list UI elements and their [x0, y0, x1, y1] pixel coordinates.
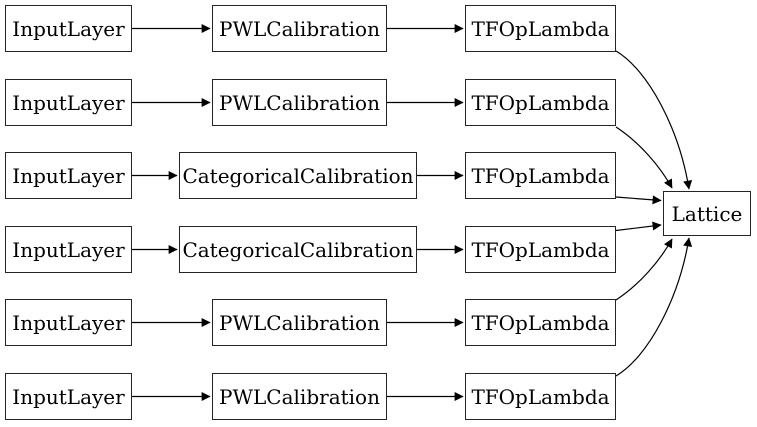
- categorical-calibration-node-row3: CategoricalCalibration: [179, 152, 417, 199]
- input-layer-node-row6: InputLayer: [5, 373, 132, 420]
- edge-lambda-to-lattice-row1: [615, 50, 693, 190]
- tfop-lambda-node-row3: TFOpLambda: [465, 152, 616, 199]
- input-layer-node-row5: InputLayer: [5, 299, 132, 346]
- tfop-lambda-node-row4: TFOpLambda: [465, 226, 616, 273]
- lattice-node: Lattice: [663, 191, 751, 236]
- tfop-lambda-node-row2: TFOpLambda: [465, 79, 616, 126]
- input-layer-node-row3: InputLayer: [5, 152, 132, 199]
- categorical-calibration-node-row4: CategoricalCalibration: [179, 226, 417, 273]
- edge-lambda-to-lattice-row6: [615, 237, 693, 377]
- tfop-lambda-node-row6: TFOpLambda: [465, 373, 616, 420]
- pwl-calibration-node-row5: PWLCalibration: [212, 299, 387, 346]
- tfop-lambda-node-row1: TFOpLambda: [465, 5, 616, 52]
- edge-lambda-to-lattice-row5: [615, 238, 673, 301]
- pwl-calibration-node-row2: PWLCalibration: [212, 79, 387, 126]
- tfop-lambda-node-row5: TFOpLambda: [465, 299, 616, 346]
- edge-lambda-to-lattice-row2: [615, 126, 673, 189]
- edge-lambda-to-lattice-row4: [615, 221, 662, 232]
- input-layer-node-row2: InputLayer: [5, 79, 132, 126]
- edge-lambda-to-lattice-row3: [615, 195, 662, 205]
- input-layer-node-row1: InputLayer: [5, 5, 132, 52]
- pwl-calibration-node-row1: PWLCalibration: [212, 5, 387, 52]
- input-layer-node-row4: InputLayer: [5, 226, 132, 273]
- pwl-calibration-node-row6: PWLCalibration: [212, 373, 387, 420]
